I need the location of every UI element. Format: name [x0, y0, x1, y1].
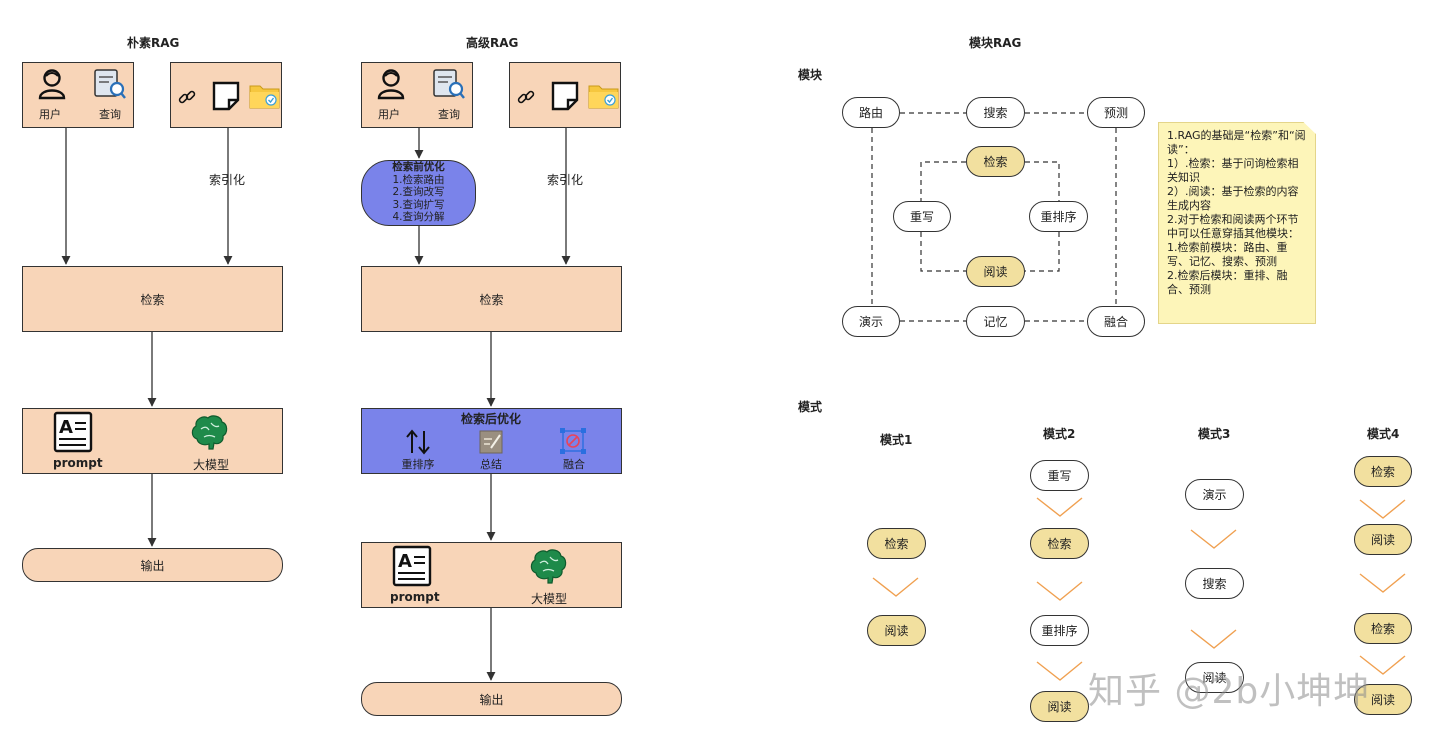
- folder-icon: [588, 85, 619, 109]
- advanced-docs-box: [509, 62, 621, 128]
- pattern-2-title: 模式2: [1043, 427, 1076, 441]
- advanced-user-label: 用户: [378, 108, 400, 121]
- pattern-3-title: 模式3: [1198, 427, 1231, 441]
- link-icon: [517, 90, 535, 104]
- brain-icon: [530, 549, 567, 584]
- pre-retrieval-item: 4.查询分解: [392, 211, 445, 223]
- advanced-retrieve-label: 检索: [479, 292, 504, 307]
- advanced-prompt-label: prompt: [390, 590, 440, 604]
- pre-retrieval-item: 2.查询改写: [392, 186, 445, 198]
- module-route: 路由: [842, 97, 900, 128]
- pre-retrieval-optimization-node: 检索前优化 1.检索路由 2.查询改写 3.查询扩写 4.查询分解: [361, 160, 476, 226]
- summary-icon: [479, 430, 503, 454]
- naive-output-label: 输出: [140, 558, 165, 573]
- pattern-4-step: 检索: [1354, 613, 1412, 644]
- module-dashed-lines: [871, 112, 1117, 322]
- naive-docs-box: [170, 62, 282, 128]
- pattern-1-step: 阅读: [867, 615, 926, 646]
- module-predict: 预测: [1087, 97, 1145, 128]
- modules-section-label: 模块: [798, 68, 823, 82]
- module-rewrite: 重写: [893, 201, 951, 232]
- pattern-1-step: 检索: [867, 528, 926, 559]
- naive-output-box: 输出: [22, 548, 283, 582]
- post-rerank-label: 重排序: [401, 458, 435, 471]
- patterns-section-label: 模式: [798, 400, 823, 414]
- user-icon: [377, 69, 405, 100]
- pattern-4-step: 阅读: [1354, 524, 1412, 555]
- pattern-4-step: 阅读: [1354, 684, 1412, 715]
- pattern-4-title: 模式4: [1367, 427, 1400, 441]
- sort-arrows-icon: [406, 429, 430, 455]
- svg-text:A: A: [59, 417, 73, 438]
- module-retrieve: 检索: [966, 146, 1025, 177]
- pattern-2-step: 阅读: [1030, 691, 1089, 722]
- naive-query-label: 查询: [99, 108, 121, 121]
- advanced-index-label: 索引化: [547, 173, 584, 187]
- brain-icon: [191, 415, 228, 450]
- advanced-llm-box: A prompt 大模型: [361, 542, 622, 608]
- pattern-3-step: 搜索: [1185, 568, 1244, 599]
- pattern-4-step: 检索: [1354, 456, 1412, 487]
- modular-rag-title: 模块RAG: [969, 36, 1022, 50]
- advanced-output-label: 输出: [479, 692, 504, 707]
- naive-llm-box: A prompt 大模型: [22, 408, 283, 474]
- advanced-query-label: 查询: [438, 108, 460, 121]
- pattern-2-step: 检索: [1030, 528, 1089, 559]
- pattern-chevrons: [872, 497, 1406, 681]
- folder-icon: [249, 85, 280, 109]
- naive-index-label: 索引化: [209, 173, 246, 187]
- naive-arrows: [61, 128, 233, 547]
- pattern-3-step: 演示: [1185, 479, 1244, 510]
- watermark: 知乎 @2b小坤坤: [1088, 671, 1371, 712]
- pattern-3-step: 阅读: [1185, 662, 1244, 693]
- naive-user-label: 用户: [39, 108, 61, 121]
- user-icon: [38, 69, 66, 100]
- fusion-icon: [560, 428, 586, 454]
- pattern-1-title: 模式1: [880, 433, 913, 447]
- post-retrieval-optimization-box: 检索后优化 重排序 总结 融合: [361, 408, 622, 474]
- advanced-user-query-box: 用户 查询: [361, 62, 473, 128]
- post-retrieval-title: 检索后优化: [460, 412, 521, 426]
- pattern-2-step: 重写: [1030, 460, 1089, 491]
- pattern-2-step: 重排序: [1030, 615, 1089, 646]
- post-summary-label: 总结: [480, 458, 502, 471]
- note-icon: [551, 81, 579, 111]
- link-icon: [178, 90, 196, 104]
- query-icon: [433, 69, 465, 99]
- advanced-output-box: 输出: [361, 682, 622, 716]
- advanced-retrieve-box: 检索: [361, 266, 622, 332]
- pre-retrieval-item: 3.查询扩写: [392, 198, 445, 211]
- module-memory: 记忆: [966, 306, 1025, 337]
- naive-prompt-label: prompt: [53, 456, 103, 470]
- naive-llm-label: 大模型: [193, 458, 230, 472]
- note-icon: [212, 81, 240, 111]
- query-icon: [94, 69, 126, 99]
- prompt-doc-icon: A: [392, 545, 432, 587]
- naive-retrieve-box: 检索: [22, 266, 283, 332]
- prompt-doc-icon: A: [53, 411, 93, 453]
- naive-rag-title: 朴素RAG: [127, 36, 180, 50]
- advanced-rag-title: 高级RAG: [466, 36, 519, 50]
- advanced-llm-label: 大模型: [531, 592, 568, 606]
- naive-retrieve-label: 检索: [140, 292, 165, 307]
- rag-explanation-note: 1.RAG的基础是“检索”和“阅读”： 1）.检索：基于问询检索相关知识 2）.…: [1158, 122, 1316, 324]
- module-rerank: 重排序: [1029, 201, 1088, 232]
- naive-user-query-box: 用户 查询: [22, 62, 134, 128]
- module-fuse: 融合: [1087, 306, 1145, 337]
- pre-retrieval-title: 检索前优化: [392, 161, 445, 173]
- module-read: 阅读: [966, 256, 1025, 287]
- module-demo: 演示: [842, 306, 900, 337]
- post-fusion-label: 融合: [563, 458, 585, 471]
- module-search: 搜索: [966, 97, 1025, 128]
- pre-retrieval-item: 1.检索路由: [392, 173, 445, 186]
- svg-text:A: A: [398, 551, 412, 572]
